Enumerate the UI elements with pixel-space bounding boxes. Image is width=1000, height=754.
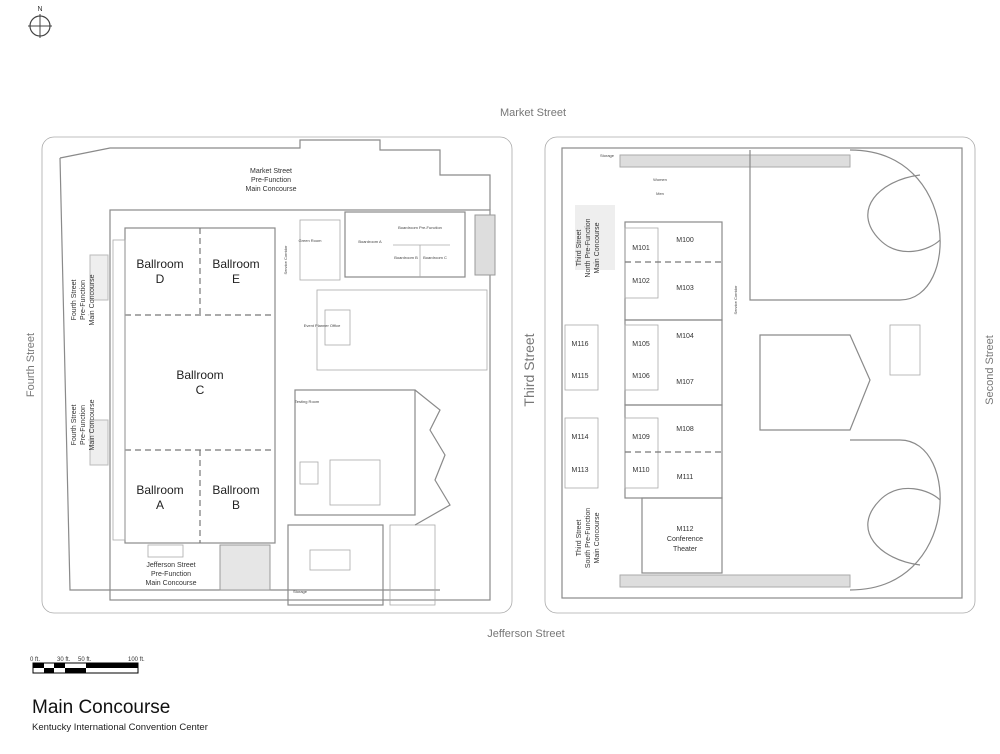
room-m101[interactable]: M101 — [632, 245, 650, 252]
street-label-east: Second Street — [984, 335, 996, 405]
boardroom-a-label: Boardroom A — [358, 239, 382, 244]
street-label-west: Fourth Street — [25, 333, 37, 397]
svg-text:Main Concourse: Main Concourse — [146, 580, 197, 587]
event-planner-office-label: Event Planner Office — [304, 323, 341, 328]
svg-text:B: B — [232, 498, 240, 512]
street-label-middle: Third Street — [521, 333, 537, 406]
svg-text:Fourth Street: Fourth Street — [71, 405, 78, 446]
room-m112-conference-theater[interactable]: M112 Conference Theater — [667, 526, 703, 553]
testing-room-label: Testing Room — [295, 399, 320, 404]
room-m102[interactable]: M102 — [632, 278, 650, 285]
page-subtitle: Kentucky International Convention Center — [32, 722, 208, 733]
scale-bar: 0 ft. 30 ft. 50 ft. 100 ft. — [30, 657, 145, 674]
svg-text:A: A — [156, 498, 164, 512]
svg-text:Third Street: Third Street — [576, 520, 583, 557]
svg-text:Main Concourse: Main Concourse — [89, 399, 96, 450]
room-m100[interactable]: M100 — [676, 237, 694, 244]
svg-text:Main Concourse: Main Concourse — [246, 186, 297, 193]
men-label: Men — [656, 191, 664, 196]
svg-text:Ballroom: Ballroom — [176, 368, 223, 382]
svg-text:Main Concourse: Main Concourse — [594, 222, 601, 273]
svg-text:Main Concourse: Main Concourse — [89, 274, 96, 325]
room-m111[interactable]: M111 — [677, 474, 694, 481]
jefferson-prefunction-label: Jefferson Street Pre-Function Main Conco… — [146, 562, 197, 587]
svg-text:Third Street: Third Street — [576, 230, 583, 267]
svg-text:30 ft.: 30 ft. — [57, 657, 71, 663]
room-m106[interactable]: M106 — [632, 373, 650, 380]
south-prefunction-label: Third Street South Pre-Function Main Con… — [576, 508, 601, 568]
service-corridor-label-east: Service Corridor — [733, 285, 738, 315]
east-building — [544, 136, 976, 614]
svg-text:M112: M112 — [677, 526, 694, 533]
storage-label-east: Storage — [600, 153, 615, 158]
boardroom-prefunction-label: Boardroom Pre-Function — [398, 225, 442, 230]
svg-text:Main Concourse: Main Concourse — [594, 512, 601, 563]
compass-label: N — [37, 6, 42, 13]
room-m116[interactable]: M116 — [572, 341, 589, 348]
svg-text:Jefferson Street: Jefferson Street — [146, 562, 195, 569]
street-label-south: Jefferson Street — [487, 628, 564, 640]
svg-text:50 ft.: 50 ft. — [78, 657, 92, 663]
service-corridor-label-west: Service Corridor — [283, 245, 288, 275]
storage-label-west: Storage — [293, 589, 308, 594]
room-m103[interactable]: M103 — [676, 285, 694, 292]
green-room-label: Green Room — [299, 238, 323, 243]
svg-text:E: E — [232, 272, 240, 286]
page-title: Main Concourse — [32, 697, 170, 718]
svg-text:D: D — [156, 272, 165, 286]
svg-text:Fourth Street: Fourth Street — [71, 280, 78, 321]
svg-text:Market Street: Market Street — [250, 168, 292, 175]
north-compass-icon: N — [28, 6, 52, 38]
boardroom-c-label: Boardroom C — [423, 255, 447, 260]
boardroom-b-label: Boardroom B — [394, 255, 418, 260]
room-m105[interactable]: M105 — [632, 341, 650, 348]
west-building — [41, 136, 513, 614]
fourth-prefunction-label-south: Fourth Street Pre-Function Main Concours… — [71, 399, 96, 450]
svg-text:Ballroom: Ballroom — [212, 257, 259, 271]
svg-text:South Pre-Function: South Pre-Function — [585, 508, 592, 568]
north-prefunction-label: Third Street North Pre-Function Main Con… — [576, 218, 601, 277]
svg-text:Pre-Function: Pre-Function — [151, 571, 191, 578]
svg-text:0 ft.: 0 ft. — [30, 657, 40, 663]
svg-text:Pre-Function: Pre-Function — [80, 405, 87, 445]
svg-text:Ballroom: Ballroom — [212, 483, 259, 497]
room-m107[interactable]: M107 — [676, 379, 694, 386]
room-m114[interactable]: M114 — [572, 434, 589, 441]
fourth-prefunction-label-north: Fourth Street Pre-Function Main Concours… — [71, 274, 96, 325]
svg-text:100 ft.: 100 ft. — [128, 657, 145, 663]
svg-text:Theater: Theater — [673, 546, 698, 553]
room-m113[interactable]: M113 — [572, 467, 589, 474]
svg-text:Pre-Function: Pre-Function — [251, 177, 291, 184]
svg-text:C: C — [196, 383, 205, 397]
svg-text:Ballroom: Ballroom — [136, 257, 183, 271]
room-m109[interactable]: M109 — [632, 434, 650, 441]
room-m110[interactable]: M110 — [633, 467, 650, 474]
market-prefunction-label: Market Street Pre-Function Main Concours… — [246, 168, 297, 193]
room-m108[interactable]: M108 — [676, 426, 694, 433]
svg-text:Ballroom: Ballroom — [136, 483, 183, 497]
room-m104[interactable]: M104 — [676, 333, 694, 340]
street-label-north: Market Street — [500, 107, 566, 119]
room-m115[interactable]: M115 — [572, 373, 589, 380]
svg-text:North Pre-Function: North Pre-Function — [585, 218, 592, 277]
svg-text:Pre-Function: Pre-Function — [80, 280, 87, 320]
women-label: Women — [653, 177, 667, 182]
svg-text:Conference: Conference — [667, 536, 703, 543]
